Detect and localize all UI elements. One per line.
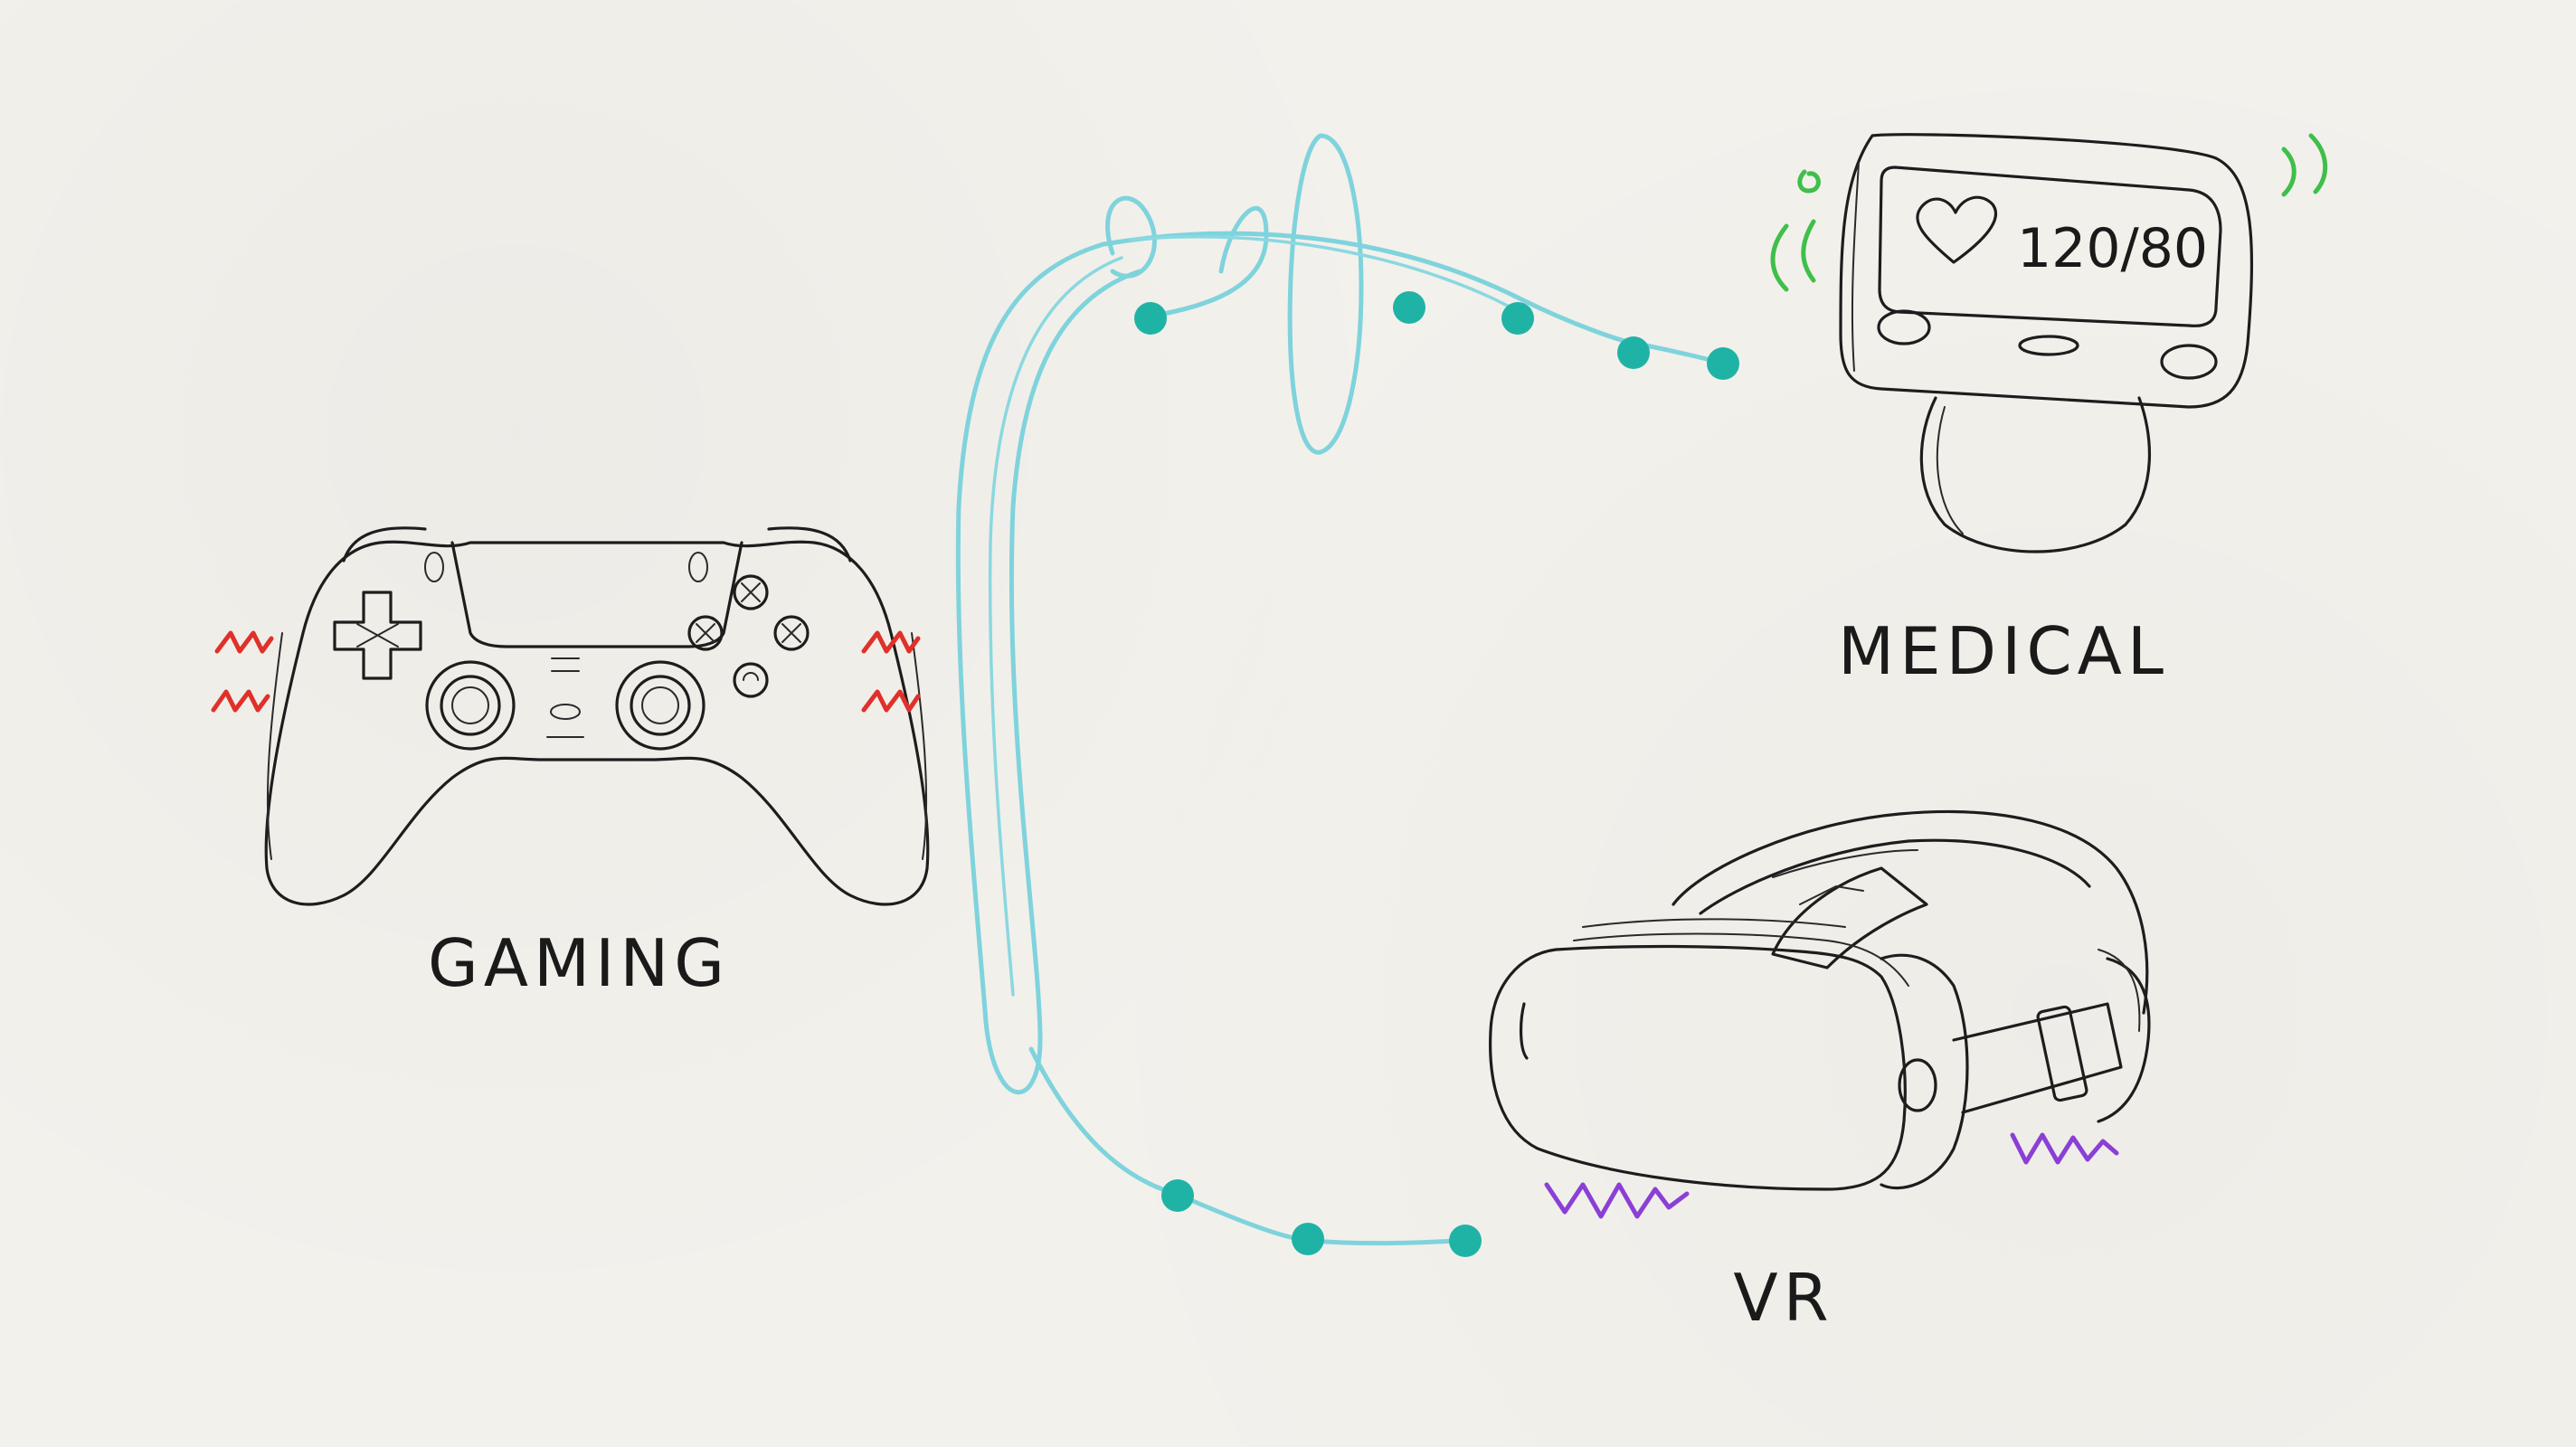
- cable-node: [1449, 1225, 1482, 1257]
- cable-node: [1501, 302, 1534, 335]
- gaming-vibration-left: [211, 630, 274, 713]
- cable-top-loop-2: [1146, 205, 1269, 319]
- gamepad-face-buttons: [687, 574, 810, 698]
- gamepad-body-shadow: [266, 632, 928, 860]
- gamepad-speaker: [551, 657, 580, 672]
- gamepad-touchpad: [450, 541, 743, 648]
- vr-strap-buckle: [2036, 1005, 2088, 1102]
- gamepad-ps-button: [550, 704, 581, 720]
- monitor-device-icon: 120/80: [1839, 133, 2253, 553]
- gamepad-body: [264, 540, 930, 906]
- vr-headset-icon: [1489, 809, 2151, 1191]
- label-vr: VR: [1733, 1260, 1833, 1336]
- gaming-vibration-right: [861, 630, 921, 713]
- vr-side-strap: [1952, 1002, 2123, 1114]
- vr-top-strap: [1672, 809, 2149, 1015]
- cable-node: [1292, 1223, 1324, 1255]
- gamepad-dpad-inner: [356, 623, 399, 648]
- cable-top-loop-1: [1105, 195, 1157, 279]
- cable-nodes-bottom: [1161, 1179, 1482, 1257]
- medical-button-center: [2018, 335, 2079, 356]
- gamepad-button-top: [733, 574, 769, 610]
- gamepad-button-right: [773, 615, 810, 651]
- heart-icon: [1916, 195, 1998, 264]
- gamepad-options-button: [688, 552, 708, 582]
- medical-vibration-left: [1770, 169, 1821, 292]
- medical-button-left: [1877, 309, 1931, 345]
- gamepad-dpad: [333, 591, 422, 680]
- cable-main-strand: [955, 241, 1142, 1094]
- cable-node: [1393, 291, 1425, 324]
- medical-reading: 120/80: [2017, 217, 2208, 280]
- label-medical: MEDICAL: [1838, 613, 2169, 689]
- cable-branch-medical-strand: [1129, 235, 1521, 314]
- cable-node: [1134, 302, 1167, 335]
- cable-big-loop: [1287, 133, 1364, 455]
- vr-top-strap-band: [1771, 866, 1928, 969]
- cable-node: [1161, 1179, 1194, 1212]
- cable-branch-medical: [1101, 231, 1726, 366]
- medical-screen: [1878, 166, 2222, 327]
- vr-visor-side: [1880, 953, 1969, 1190]
- gamepad-left-bumper: [342, 526, 427, 563]
- label-gaming: GAMING: [428, 925, 730, 1001]
- cable-branch-vr: [1028, 1046, 1468, 1246]
- vr-vibration-right: [2010, 1132, 2119, 1165]
- cable-nodes-top: [1134, 291, 1739, 380]
- vr-visor-front: [1489, 944, 1907, 1191]
- gamepad-left-stick: [425, 660, 516, 751]
- medical-strap: [1919, 396, 2152, 553]
- cable-node: [1617, 336, 1650, 369]
- gamepad-button-left: [687, 615, 724, 651]
- vr-vibration-left: [1544, 1182, 1690, 1219]
- vr-side-button: [1898, 1058, 1937, 1112]
- gamepad-button-bottom: [733, 662, 769, 698]
- medical-body: [1839, 133, 2253, 409]
- gamepad-right-bumper: [767, 526, 852, 563]
- gamepad-share-button: [424, 552, 444, 582]
- medical-vibration-right: [2281, 133, 2328, 197]
- gamepad-right-stick: [615, 660, 706, 751]
- cable-inner-strand: [988, 256, 1123, 997]
- medical-button-right: [2160, 344, 2218, 380]
- cable-node: [1707, 347, 1739, 380]
- cable: [955, 133, 1739, 1257]
- vr-front-slot: [1520, 1002, 1529, 1060]
- gamepad-icon: [264, 526, 930, 906]
